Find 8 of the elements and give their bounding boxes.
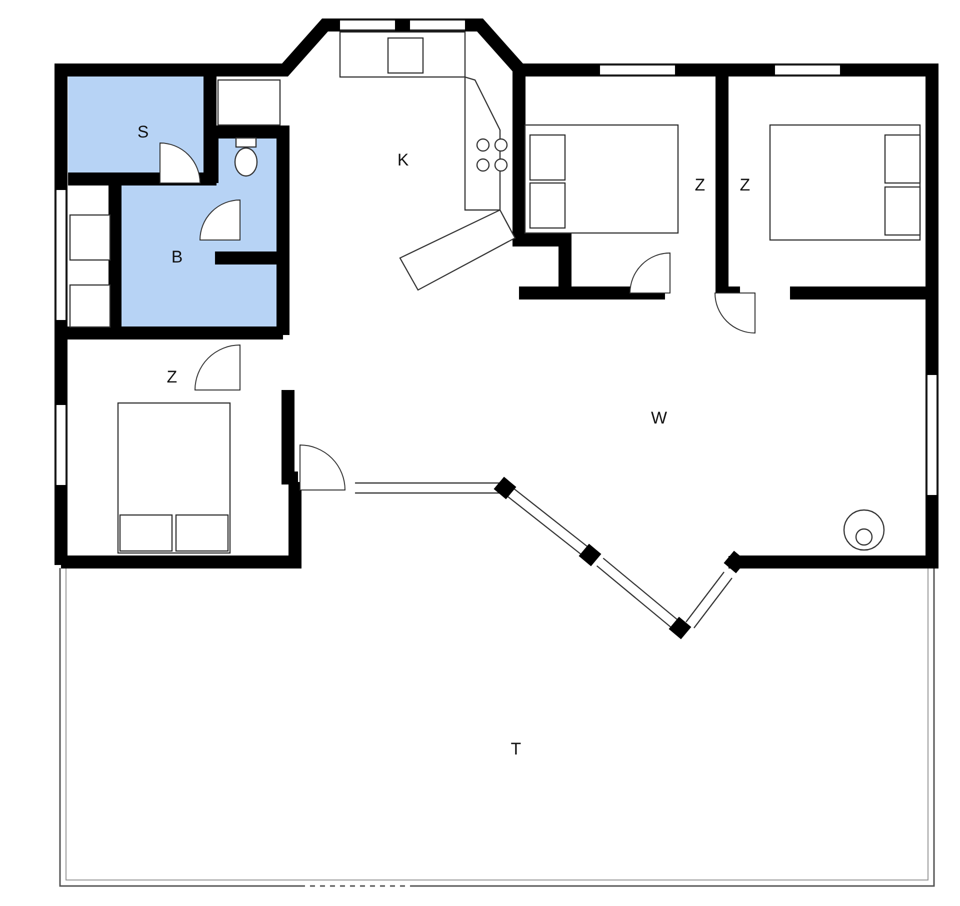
room-label: Z [166,368,178,386]
room-label: S [137,124,149,140]
room-label: Z [740,176,750,194]
room-label: W [650,410,668,426]
room-label: B [171,248,183,266]
room-label: Z [694,176,706,194]
room-label: T [510,740,522,758]
room-label: K [397,152,409,168]
